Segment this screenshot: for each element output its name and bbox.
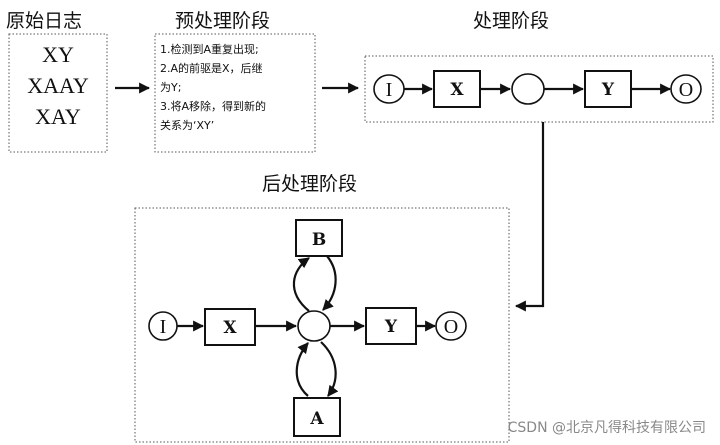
- post-edge-a-junction: [295, 342, 309, 397]
- proc-output-node: [670, 74, 702, 104]
- heading-postprocessing: 后处理阶段: [262, 173, 357, 195]
- preprocess-note-5: 关系为‘XY’: [160, 118, 214, 132]
- preprocess-note-1: 1.检测到A重复出现;: [160, 42, 259, 56]
- arrow-processing-to-postprocessing: [514, 122, 545, 312]
- proc-output-label: O: [679, 79, 693, 101]
- proc-junction-node: [511, 73, 545, 105]
- sequence-1: XY: [42, 42, 74, 67]
- post-junction-node: [297, 310, 331, 342]
- post-x-label: X: [223, 318, 237, 338]
- original-logs-frame: [8, 33, 108, 153]
- proc-input-label: I: [386, 79, 393, 101]
- preprocess-note-2: 2.A的前驱是X，后继: [160, 61, 263, 75]
- processing-frame: [364, 55, 714, 123]
- post-input-label: I: [160, 316, 167, 338]
- watermark-text: CSDN @北京凡得科技有限公司: [508, 419, 706, 436]
- post-output-label: O: [444, 316, 458, 338]
- proc-x-label: X: [450, 80, 464, 100]
- preprocess-note-3: 为Y;: [160, 81, 181, 94]
- post-output-node: [435, 311, 467, 341]
- heading-processing: 处理阶段: [473, 10, 549, 32]
- proc-y-label: Y: [601, 80, 615, 100]
- post-edge-junction-b: [292, 257, 310, 312]
- post-edge-b-junction: [322, 255, 337, 311]
- postprocessing-frame: [134, 207, 510, 443]
- post-b-label: B: [312, 230, 326, 250]
- sequence-3: XAY: [35, 104, 81, 129]
- post-y-label: Y: [384, 317, 398, 337]
- sequence-2: XAAY: [27, 73, 89, 98]
- heading-original-logs: 原始日志: [6, 10, 82, 32]
- preprocessing-frame: [154, 33, 316, 153]
- preprocess-note-4: 3.将A移除，得到新的: [160, 99, 266, 113]
- post-a-node: [293, 397, 341, 437]
- post-x-node: [204, 308, 256, 346]
- post-y-node: [365, 307, 417, 345]
- post-edge-junction-a: [320, 341, 339, 397]
- post-a-label: A: [309, 409, 324, 429]
- post-b-node: [295, 219, 343, 257]
- heading-preprocessing: 预处理阶段: [175, 10, 270, 32]
